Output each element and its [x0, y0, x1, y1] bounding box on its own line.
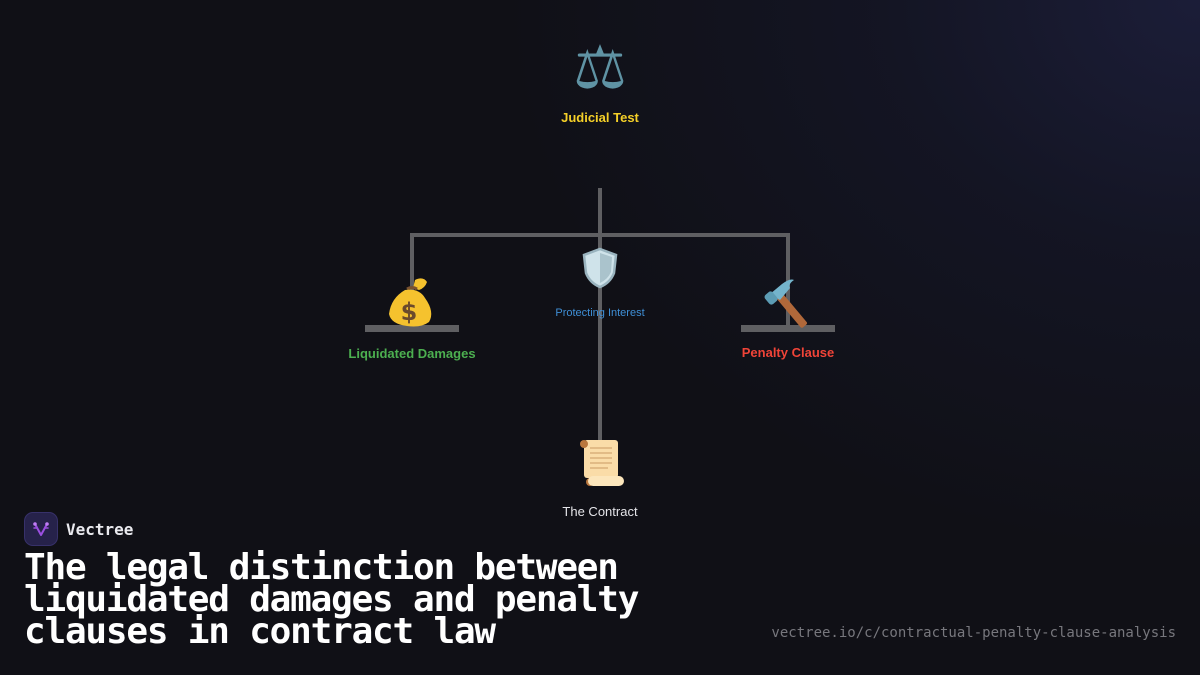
scroll-icon	[520, 436, 680, 496]
vectree-logo-icon	[24, 512, 58, 546]
node-penalty-clause: Penalty Clause	[708, 276, 868, 360]
connector-beam	[410, 233, 790, 237]
node-label: Penalty Clause	[741, 345, 835, 360]
headline: The legal distinction between liquidated…	[24, 547, 639, 652]
page-url: vectree.io/c/contractual-penalty-clause-…	[771, 625, 1176, 641]
shield-icon	[520, 247, 680, 295]
node-label: The Contract	[562, 504, 638, 519]
connector-left-arm	[410, 233, 414, 329]
node-label: Judicial Test	[561, 110, 639, 125]
node-label: Liquidated Damages	[348, 346, 476, 361]
money-bag-icon: $	[332, 276, 492, 336]
node-label: Protecting Interest	[555, 307, 645, 319]
right-pan-platform	[741, 325, 835, 332]
connector-center-vertical	[598, 236, 602, 440]
node-judicial-test: ⚖ Judicial Test	[520, 38, 680, 125]
left-pan-platform	[365, 325, 459, 332]
hammer-icon	[708, 276, 868, 335]
connector-top-vertical	[598, 188, 602, 236]
svg-text:$: $	[401, 298, 418, 326]
node-the-contract: The Contract	[520, 436, 680, 519]
balance-scale-icon: ⚖	[573, 33, 627, 103]
brand-name: Vectree	[66, 519, 134, 539]
brand: Vectree	[24, 512, 133, 546]
node-liquidated-damages: $ Liquidated Damages	[332, 276, 492, 361]
node-protecting-interest: Protecting Interest	[520, 247, 680, 319]
